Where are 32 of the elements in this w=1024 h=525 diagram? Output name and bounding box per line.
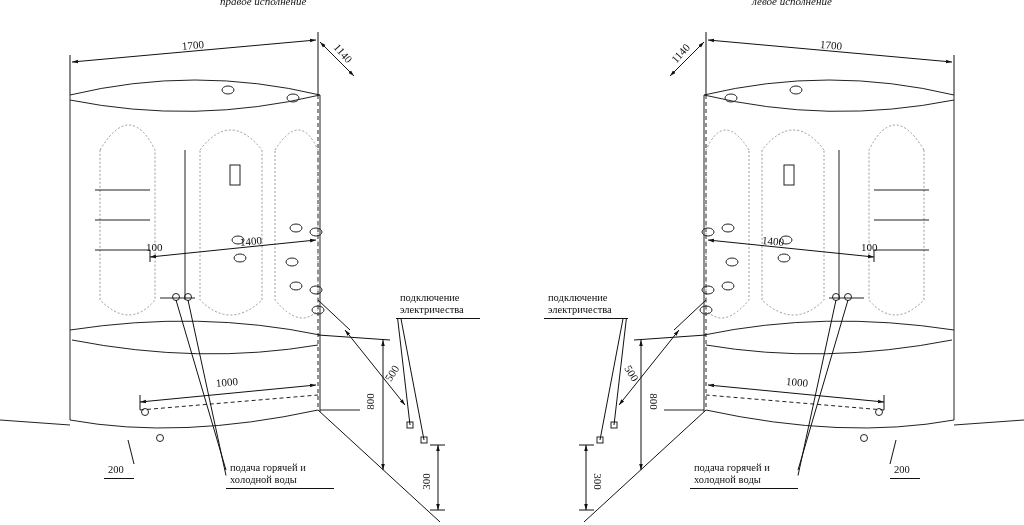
dimension-label: 1400 [239, 235, 263, 248]
callout-label: 200 [104, 464, 134, 479]
callout-label: 200 [890, 464, 920, 479]
dimension-label: 500 [383, 363, 402, 384]
callout-label: подключение электричества [544, 292, 628, 319]
dimension-label: 300 [591, 473, 603, 490]
dimension-label: 1700 [181, 39, 205, 52]
dimension-label: 800 [647, 393, 659, 410]
leader-line [599, 318, 624, 441]
dimension-label: 800 [364, 393, 376, 410]
dimension-label: 300 [420, 473, 432, 490]
callout-label: подача горячей и холодной воды [226, 462, 334, 489]
leader-line [400, 318, 425, 441]
dimension-label: 100 [146, 242, 163, 253]
view-caption: левое исполнение [752, 0, 832, 7]
dimension-label: 1700 [819, 39, 843, 52]
leader-line [175, 299, 227, 471]
leader-line [397, 318, 411, 426]
leader-line [613, 318, 627, 426]
dimension-label: 1000 [215, 376, 239, 389]
callout-label: подключение электричества [396, 292, 480, 319]
leader-line [889, 439, 897, 465]
leader-line [797, 299, 837, 476]
dimension-label: 1000 [785, 376, 809, 389]
dimension-label: 100 [861, 242, 878, 253]
leader-line [797, 299, 849, 471]
leader-line [187, 299, 227, 476]
callout-label: подача горячей и холодной воды [690, 462, 798, 489]
view-caption: правое исполнение [220, 0, 307, 7]
leader-line [127, 439, 135, 465]
dimension-label: 1400 [761, 235, 785, 248]
dimension-label: 500 [622, 363, 641, 384]
